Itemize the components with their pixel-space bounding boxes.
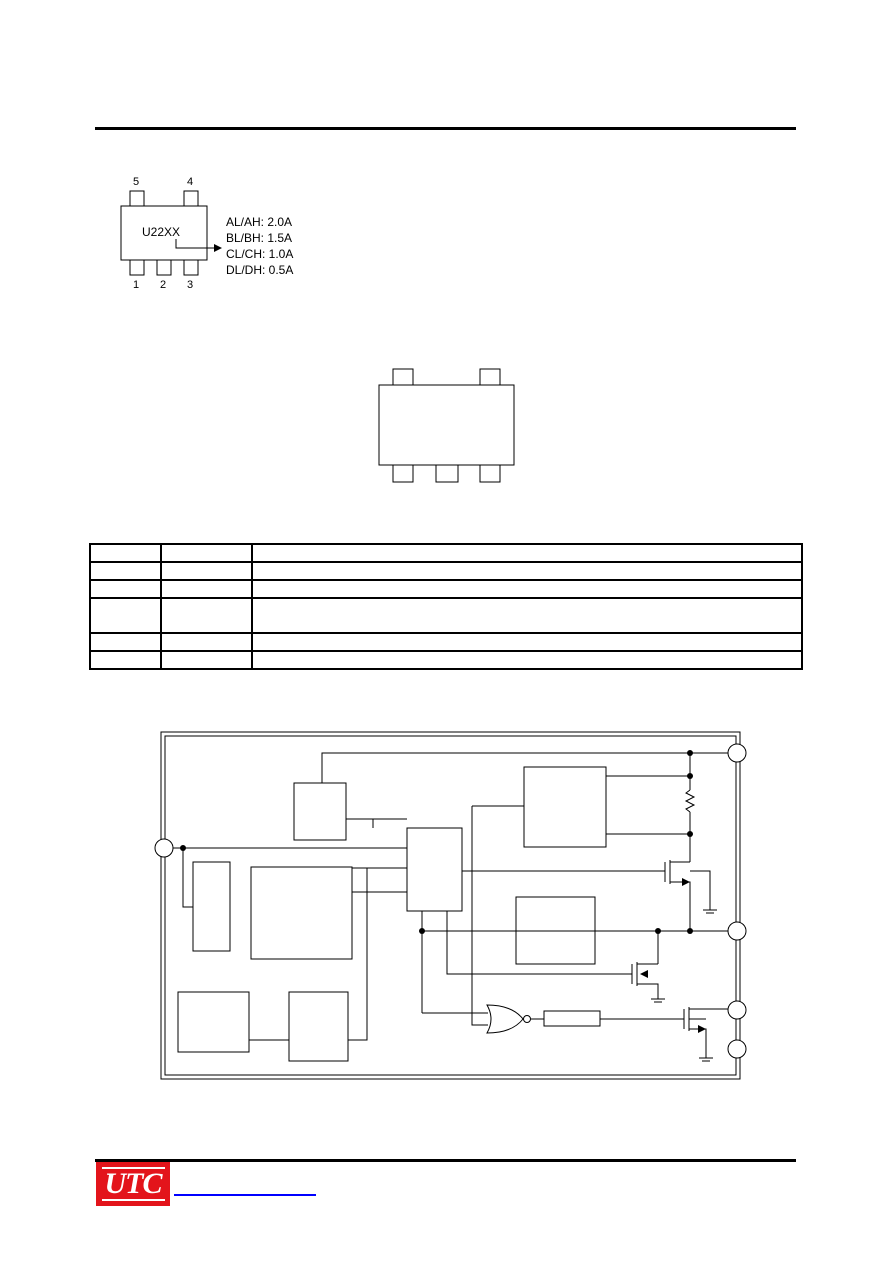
utc-logo: UTC: [96, 1162, 170, 1206]
block-diagram: [154, 731, 747, 1080]
table-cell: [160, 597, 253, 634]
footer-rule: [95, 1159, 796, 1162]
table-row: [89, 561, 803, 581]
table-cell: [251, 561, 803, 581]
pin-description-table: [89, 543, 803, 670]
marking-package-outline: [120, 190, 222, 276]
current-option-a: AL/AH: 2.0A: [226, 215, 293, 229]
marking-pin-1-label: 1: [133, 279, 140, 291]
table-cell: [160, 632, 253, 652]
marking-pin-4-label: 4: [187, 176, 194, 188]
table-cell: [251, 579, 803, 599]
table-row: [89, 579, 803, 599]
table-cell: [251, 543, 803, 563]
table-cell: [89, 650, 162, 670]
table-row: [89, 650, 803, 670]
table-row: [89, 543, 803, 563]
table-cell: [89, 597, 162, 634]
marking-pin-5-label: 5: [133, 176, 140, 188]
table-cell: [89, 561, 162, 581]
header-rule: [95, 127, 796, 130]
table-cell: [160, 561, 253, 581]
table-cell: [89, 543, 162, 563]
table-row: [89, 632, 803, 652]
table-cell: [251, 650, 803, 670]
current-option-b: BL/BH: 1.5A: [226, 231, 293, 245]
table-cell: [251, 632, 803, 652]
table-cell: [251, 597, 803, 634]
current-option-d: DL/DH: 0.5A: [226, 263, 294, 277]
pin-configuration-package: [378, 368, 515, 483]
current-option-c: CL/CH: 1.0A: [226, 247, 294, 261]
marking-pin-2-label: 2: [160, 279, 167, 291]
table-cell: [160, 579, 253, 599]
table-cell: [89, 632, 162, 652]
marking-code: U22XX: [142, 225, 181, 239]
utc-logo-text: UTC: [101, 1167, 165, 1201]
marking-pin-3-label: 3: [187, 279, 194, 291]
table-cell: [160, 543, 253, 563]
website-link-underline[interactable]: [174, 1194, 316, 1196]
table-cell: [160, 650, 253, 670]
table-row: [89, 597, 803, 634]
table-cell: [89, 579, 162, 599]
